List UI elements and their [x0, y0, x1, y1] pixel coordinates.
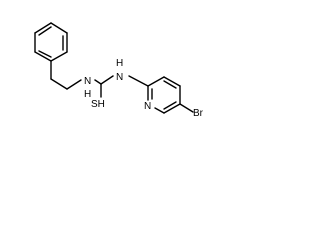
atom-bromine: Br	[193, 108, 204, 119]
bond-c-nh	[100, 75, 114, 85]
bond-benzene-1	[34, 22, 52, 34]
bond-pyridine-1	[147, 76, 165, 87]
atom-n-left: N	[84, 76, 91, 87]
atom-n-right: N	[116, 72, 123, 83]
bond-pyridine-5	[154, 107, 165, 114]
benzene-ring	[34, 22, 68, 62]
atom-ring-nitrogen: N	[144, 101, 151, 112]
bond-pyridine-double-1	[163, 80, 177, 89]
bond-ch2-nh	[66, 79, 82, 90]
bond-benzene-double-1	[38, 26, 52, 36]
thiourea-group	[94, 75, 114, 98]
bond-pyridine-4	[163, 103, 181, 114]
bond-benzene-5	[34, 51, 52, 62]
bond-pyridine-double-2	[163, 101, 177, 110]
atom-h-left: H	[84, 89, 91, 100]
bond-pyridine-2	[163, 76, 181, 87]
ethyl-chain	[50, 60, 82, 90]
bond-nh-c	[94, 79, 102, 85]
bond-nh-pyridine	[128, 75, 149, 87]
bond-ch2-ch2	[50, 78, 68, 90]
bond-benzene-2	[50, 22, 68, 34]
bond-ring-bromine	[179, 103, 194, 113]
atom-h-right: H	[116, 58, 123, 69]
bond-benzene-4	[50, 51, 68, 62]
bond-benzene-double-3	[38, 50, 52, 58]
chemical-structure-diagram: N H N H SH N Br	[34, 22, 204, 119]
pyridine-ring	[128, 75, 194, 114]
atom-sulfur: SH	[91, 99, 105, 110]
